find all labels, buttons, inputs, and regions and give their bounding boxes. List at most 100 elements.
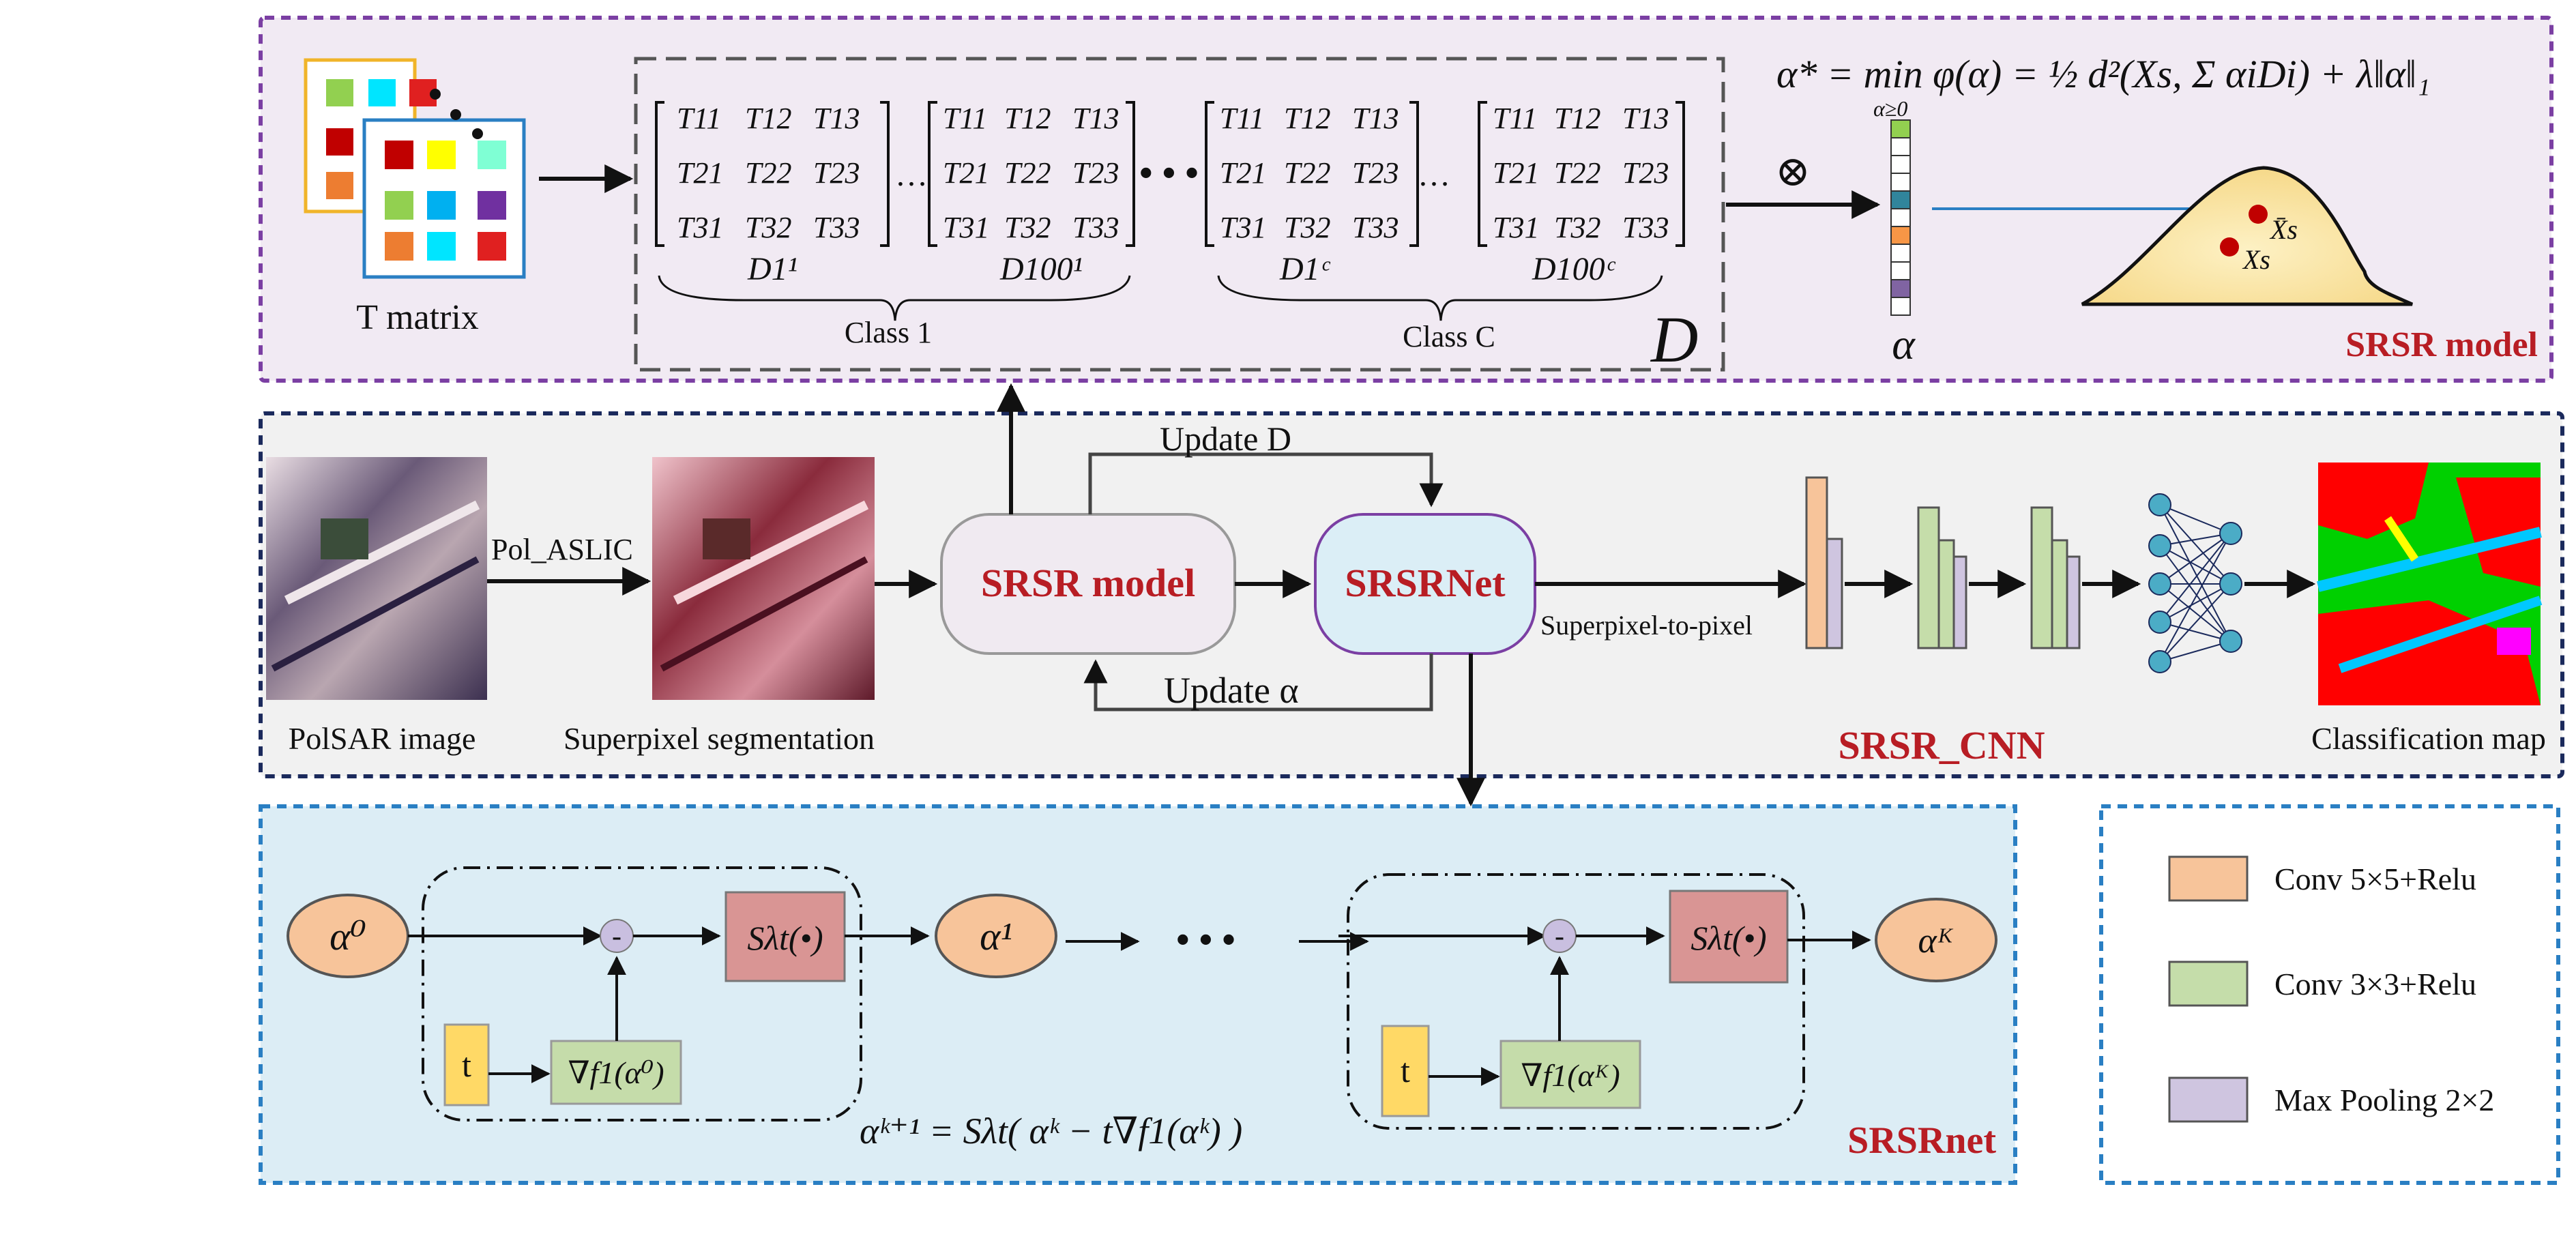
svg-text:T23: T23 — [813, 156, 860, 190]
seg-label: Superpixel segmentation — [564, 721, 875, 756]
class-1-label: Class 1 — [845, 316, 932, 349]
legend-swatch-conv3 — [2168, 960, 2249, 1007]
svg-text:T22: T22 — [1004, 156, 1051, 190]
srsr-model-panel-label: SRSR model — [2345, 325, 2538, 364]
brace-class-1 — [658, 275, 1131, 321]
atom-d100-1: D100¹ — [999, 251, 1083, 287]
matrix-group-4: T11 T12 T13 T21 T22 T23 T31 T32 T33 — [1478, 101, 1685, 247]
polsar-image — [266, 457, 487, 700]
svg-text:T31: T31 — [677, 211, 723, 244]
svg-text:T32: T32 — [1284, 211, 1330, 244]
update-d-label: Update D — [1160, 420, 1291, 458]
iteration-block-k — [1347, 873, 1805, 1130]
svg-text:T33: T33 — [1622, 211, 1669, 244]
step-t-label-1: t — [462, 1046, 471, 1084]
svg-text:T22: T22 — [1554, 156, 1600, 190]
manifold-shape — [2081, 166, 2414, 306]
atom-d100-c: D100ᶜ — [1532, 251, 1616, 287]
classification-map — [2317, 463, 2543, 705]
step-t-label-k: t — [1401, 1051, 1410, 1089]
svg-text:T22: T22 — [745, 156, 791, 190]
svg-text:T23: T23 — [1352, 156, 1399, 190]
iteration-dots: • • • — [1176, 919, 1235, 961]
svg-text:T22: T22 — [1284, 156, 1330, 190]
alpha-vector — [1890, 119, 1911, 316]
grad-node-k — [1499, 1040, 1641, 1109]
grad-label-1: ∇f1(α⁰) — [568, 1055, 664, 1090]
svg-text:T32: T32 — [1554, 211, 1600, 244]
svg-text:T13: T13 — [1352, 102, 1399, 135]
atom-d1-c: D1ᶜ — [1279, 251, 1331, 287]
cnn-panel-label: SRSR_CNN — [1839, 723, 2045, 767]
svg-text:T11: T11 — [677, 102, 721, 135]
legend-label-pool: Max Pooling 2×2 — [2274, 1083, 2494, 1117]
legend-swatch-pool — [2168, 1076, 2249, 1123]
map-label: Classification map — [2311, 721, 2546, 756]
sample-point-icon — [2220, 237, 2239, 256]
svg-text:T11: T11 — [1220, 102, 1264, 135]
dictionary-box — [634, 57, 1725, 372]
atom-d1-1: D1¹ — [747, 251, 797, 287]
matrix-group-2: T11 T12 T13 T21 T22 T23 T31 T32 T33 — [928, 101, 1135, 247]
update-alpha-loop — [1083, 654, 1433, 711]
svg-text:T33: T33 — [1352, 211, 1399, 244]
svg-text:T21: T21 — [943, 156, 989, 190]
objective-function: α* = min φ(α) = ½ d²(Xs, Σ αiDi) + λ‖α‖₁ — [1776, 52, 2430, 96]
prox-label-k: Sλt(•) — [1690, 919, 1766, 957]
t-matrix-label: T matrix — [356, 298, 479, 337]
svg-text:T11: T11 — [1493, 102, 1537, 135]
class-c-label: Class C — [1403, 320, 1495, 353]
sample-x-label: Xs — [2242, 244, 2270, 275]
polsar-label: PolSAR image — [289, 721, 476, 756]
svg-text:T23: T23 — [1072, 156, 1119, 190]
prox-operator-k — [1669, 890, 1789, 984]
legend-swatch-conv5 — [2168, 855, 2249, 902]
svg-text:T13: T13 — [1072, 102, 1119, 135]
alphaK-node — [1875, 898, 1997, 982]
update-formula: αᵏ⁺¹ = Sλt( αᵏ − t∇f1(αᵏ) ) — [860, 1111, 1242, 1151]
srsr-model-panel: T matrix D T11 T12 T13 T21 T22 T23 T31 T… — [259, 16, 2553, 383]
superpixel-image — [652, 457, 875, 700]
alphaK-label: αᴷ — [1918, 922, 1955, 960]
big-ellipsis: • • • — [1139, 152, 1199, 194]
svg-text:T33: T33 — [1072, 211, 1119, 244]
svg-text:T33: T33 — [813, 211, 860, 244]
projected-x-label: X̄s — [2269, 214, 2298, 245]
svg-text:T12: T12 — [1554, 102, 1600, 135]
s2p-label: Superpixel-to-pixel — [1540, 610, 1753, 641]
iteration-block-1 — [422, 866, 862, 1121]
svg-text:T23: T23 — [1622, 156, 1669, 190]
projected-point-icon — [2249, 205, 2268, 224]
srsr-model-node-label: SRSR model — [981, 561, 1195, 605]
t-matrix-grid-icon — [304, 58, 526, 279]
matrix-group-3: T11 T12 T13 T21 T22 T23 T31 T32 T33 — [1205, 101, 1419, 247]
alpha1-label: α¹ — [980, 914, 1012, 958]
prox-label-1: Sλt(•) — [747, 919, 823, 957]
legend-label-conv5: Conv 5×5+Relu — [2274, 862, 2476, 896]
svg-text:T31: T31 — [943, 211, 989, 244]
svg-text:T21: T21 — [1220, 156, 1266, 190]
legend: Conv 5×5+Relu Conv 3×3+Relu Max Pooling … — [2099, 804, 2560, 1185]
update-alpha-label: Update α — [1164, 670, 1299, 711]
alpha0-label: α⁰ — [330, 914, 366, 958]
pol-aslic-label: Pol_ASLIC — [491, 533, 633, 566]
matrix-group-1: T11 T12 T13 T21 T22 T23 T31 T32 T33 — [655, 101, 890, 247]
srsrnet-panel: α⁰ - Sλt(•) t ∇f1(α⁰) α¹ • • • - Sλt(•) … — [259, 804, 2017, 1185]
srsrnet-node-label: SRSRNet — [1345, 561, 1506, 605]
fully-connected-icon — [2148, 493, 2242, 673]
svg-text:T21: T21 — [677, 156, 723, 190]
svg-text:T32: T32 — [1004, 211, 1051, 244]
svg-text:T13: T13 — [1622, 102, 1669, 135]
svg-text:T12: T12 — [745, 102, 791, 135]
grad-node-1 — [550, 1040, 682, 1105]
svg-text:T31: T31 — [1220, 211, 1266, 244]
svg-text:T32: T32 — [745, 211, 791, 244]
minus-label-1: - — [612, 921, 621, 952]
dictionary-label: D — [1650, 303, 1698, 376]
otimes-symbol: ⊗ — [1775, 149, 1811, 195]
update-d-loop — [1088, 452, 1444, 514]
svg-text:T12: T12 — [1284, 102, 1330, 135]
grad-label-k: ∇f1(αᴷ) — [1521, 1058, 1620, 1093]
alpha-label: α — [1892, 320, 1916, 368]
